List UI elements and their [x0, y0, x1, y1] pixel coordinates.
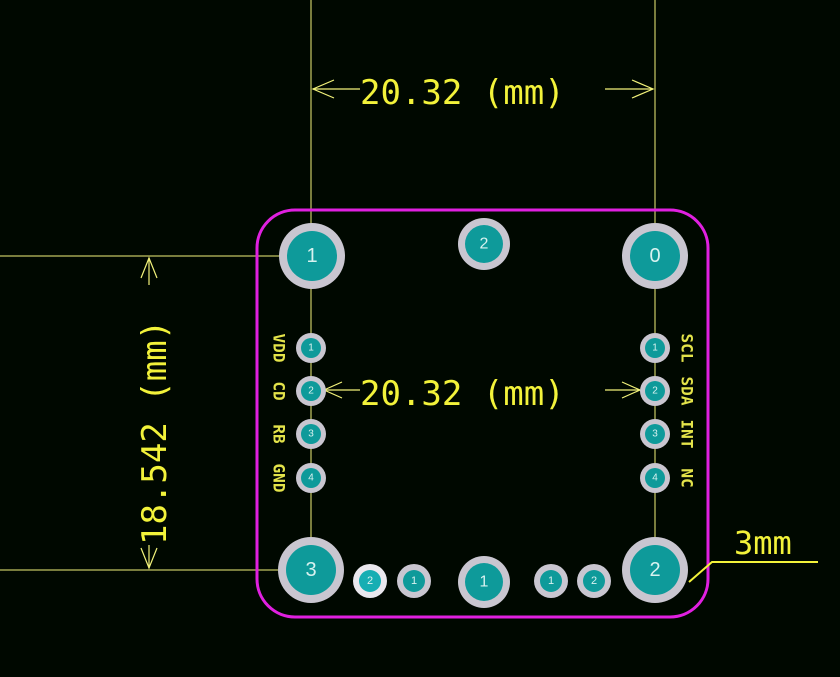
pad-left-2[interactable]: 2	[296, 376, 326, 406]
pad-left-4[interactable]: 4	[296, 463, 326, 493]
silk-right-nc: NC	[678, 468, 697, 487]
pad-bottom-small-3[interactable]: 1	[534, 564, 568, 598]
svg-text:3: 3	[305, 559, 316, 581]
pad-right-1[interactable]: 1	[640, 333, 670, 363]
svg-text:1: 1	[306, 245, 317, 267]
pad-bottom-small-4[interactable]: 2	[577, 564, 611, 598]
svg-text:1: 1	[308, 343, 314, 354]
dimension-top-label: 20.32 (mm)	[360, 73, 565, 113]
svg-text:0: 0	[649, 245, 660, 267]
pad-left-3[interactable]: 3	[296, 419, 326, 449]
svg-text:4: 4	[652, 473, 658, 484]
svg-text:3: 3	[308, 429, 314, 440]
pad-left-1[interactable]: 1	[296, 333, 326, 363]
pad-large-top-right[interactable]: 0	[622, 223, 688, 289]
silk-right-sda: SDA	[678, 377, 697, 406]
dimension-top	[311, 79, 655, 99]
pad-right-2[interactable]: 2	[640, 376, 670, 406]
silk-left-rb: RB	[270, 424, 289, 444]
pad-large-bottom-center[interactable]: 1	[458, 556, 510, 608]
pad-right-4[interactable]: 4	[640, 463, 670, 493]
svg-text:1: 1	[652, 343, 658, 354]
dimension-middle	[322, 381, 642, 399]
pad-bottom-small-1[interactable]: 2	[353, 564, 387, 598]
svg-text:2: 2	[652, 386, 658, 397]
svg-text:4: 4	[308, 473, 314, 484]
svg-text:2: 2	[480, 236, 489, 253]
board-outline	[255, 208, 710, 619]
radius-label: 3mm	[734, 524, 792, 562]
svg-text:1: 1	[480, 574, 489, 591]
pad-bottom-small-2[interactable]: 1	[397, 564, 431, 598]
dimension-left	[140, 256, 158, 570]
silk-right-scl: SCL	[678, 334, 697, 363]
svg-text:2: 2	[591, 575, 597, 587]
dimension-middle-label: 20.32 (mm)	[360, 374, 565, 414]
radius-leader	[688, 561, 818, 583]
pad-large-top-center[interactable]: 2	[458, 218, 510, 270]
silk-right-int: INT	[678, 420, 697, 449]
svg-text:2: 2	[367, 575, 373, 587]
svg-text:2: 2	[308, 386, 314, 397]
silk-left-cd: CD	[270, 381, 289, 400]
pad-large-top-left[interactable]: 1	[279, 223, 345, 289]
svg-text:3: 3	[652, 429, 658, 440]
pad-large-bottom-left[interactable]: 3	[278, 537, 344, 603]
silk-left-vdd: VDD	[270, 334, 289, 363]
svg-text:2: 2	[649, 559, 660, 581]
dimension-left-label: 18.542 (mm)	[135, 320, 175, 545]
silk-left-gnd: GND	[270, 464, 289, 493]
pad-right-3[interactable]: 3	[640, 419, 670, 449]
svg-text:1: 1	[411, 575, 417, 587]
pad-large-bottom-right[interactable]: 2	[622, 537, 688, 603]
svg-text:1: 1	[548, 575, 554, 587]
